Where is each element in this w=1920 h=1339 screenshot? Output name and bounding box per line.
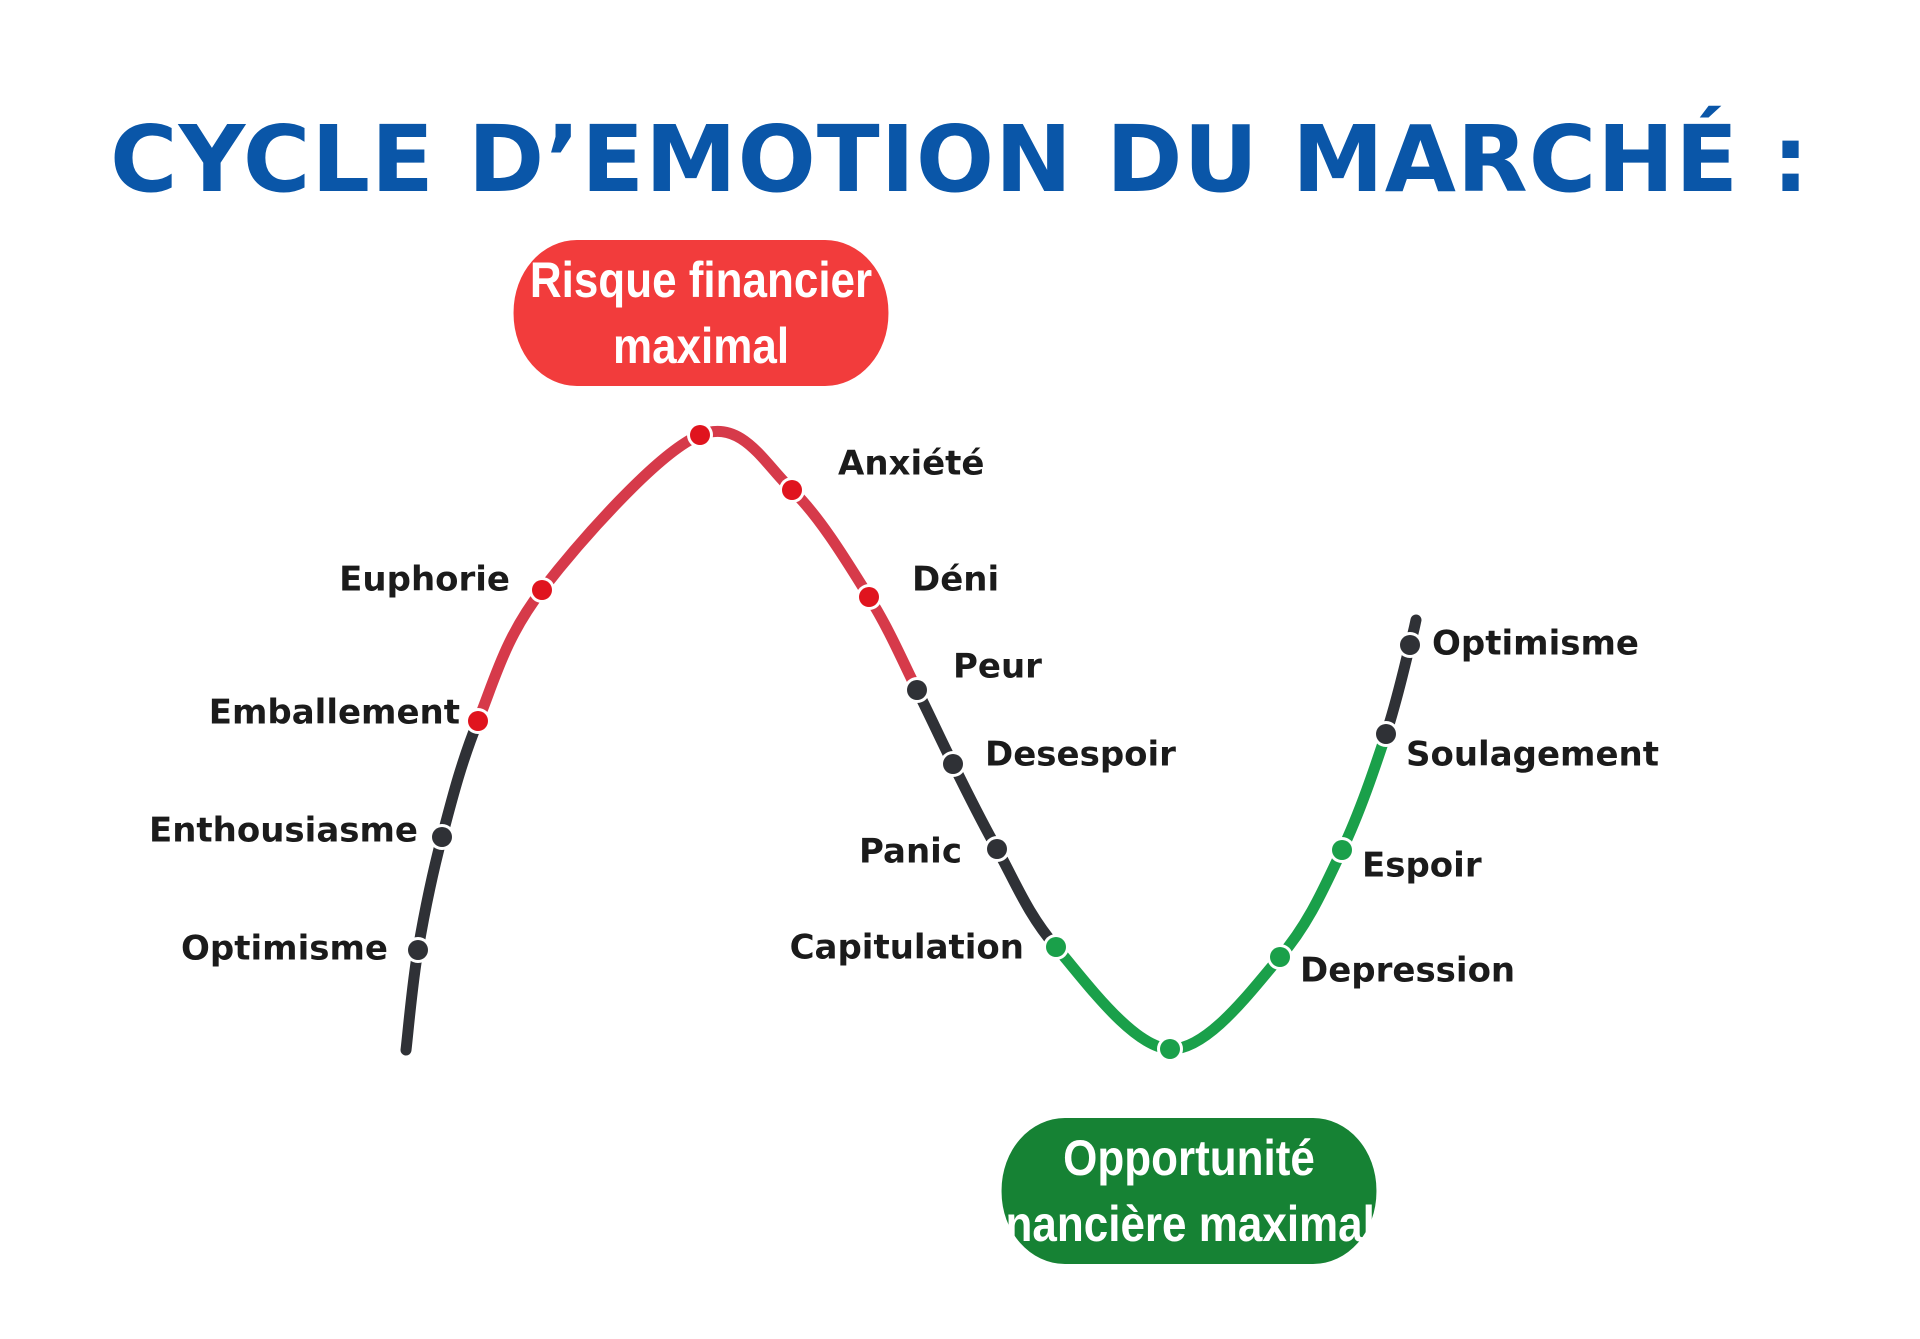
max-opportunity-line-1: Opportunité — [1063, 1130, 1315, 1186]
page-title: CYCLE D’EMOTION DU MARCHÉ : — [110, 106, 1810, 213]
stage-marker — [532, 580, 552, 600]
stage-marker — [1270, 947, 1290, 967]
stage-label: Peur — [953, 647, 1042, 687]
curve-rise-dark — [400, 715, 484, 1056]
max-opportunity-callout: Opportunité financière maximale — [979, 1118, 1399, 1264]
stage-label: Optimisme — [181, 929, 388, 969]
stage-marker — [1046, 937, 1066, 957]
stage-marker — [987, 839, 1007, 859]
max-opportunity-line-2: financière maximale — [978, 1196, 1400, 1252]
stage-label: Optimisme — [1432, 624, 1639, 664]
stage-label: Depression — [1300, 951, 1515, 991]
stage-label: Capitulation — [790, 928, 1024, 968]
stage-markers — [405, 422, 1423, 1062]
stage-label: Espoir — [1362, 846, 1482, 886]
stage-marker — [690, 425, 710, 445]
stage-label: Euphorie — [339, 560, 510, 600]
stage-marker — [432, 827, 452, 847]
stage-label: Anxiété — [838, 444, 984, 484]
stage-label: Panic — [859, 832, 962, 872]
stage-marker — [782, 480, 802, 500]
stage-marker — [1400, 635, 1420, 655]
stage-marker — [408, 940, 428, 960]
curve-trough-green — [1050, 728, 1392, 1055]
curve-fall-dark — [911, 684, 1062, 953]
max-risk-callout: Risque financier maximal — [513, 240, 889, 386]
stage-label: Déni — [912, 560, 999, 600]
stage-marker — [1332, 840, 1352, 860]
stage-marker — [943, 754, 963, 774]
stage-label: Emballement — [209, 693, 460, 733]
stage-labels: OptimismeEnthousiasmeEmballementEuphorie… — [149, 444, 1659, 991]
max-risk-line-1: Risque financier — [529, 252, 873, 308]
stage-marker — [907, 680, 927, 700]
stage-label: Enthousiasme — [149, 811, 418, 851]
stage-marker — [859, 587, 879, 607]
stage-label: Desespoir — [985, 735, 1176, 775]
stage-marker — [468, 711, 488, 731]
stage-marker — [1160, 1039, 1180, 1059]
max-risk-line-2: maximal — [612, 318, 790, 374]
stage-marker — [1376, 724, 1396, 744]
stage-label: Soulagement — [1406, 735, 1659, 775]
